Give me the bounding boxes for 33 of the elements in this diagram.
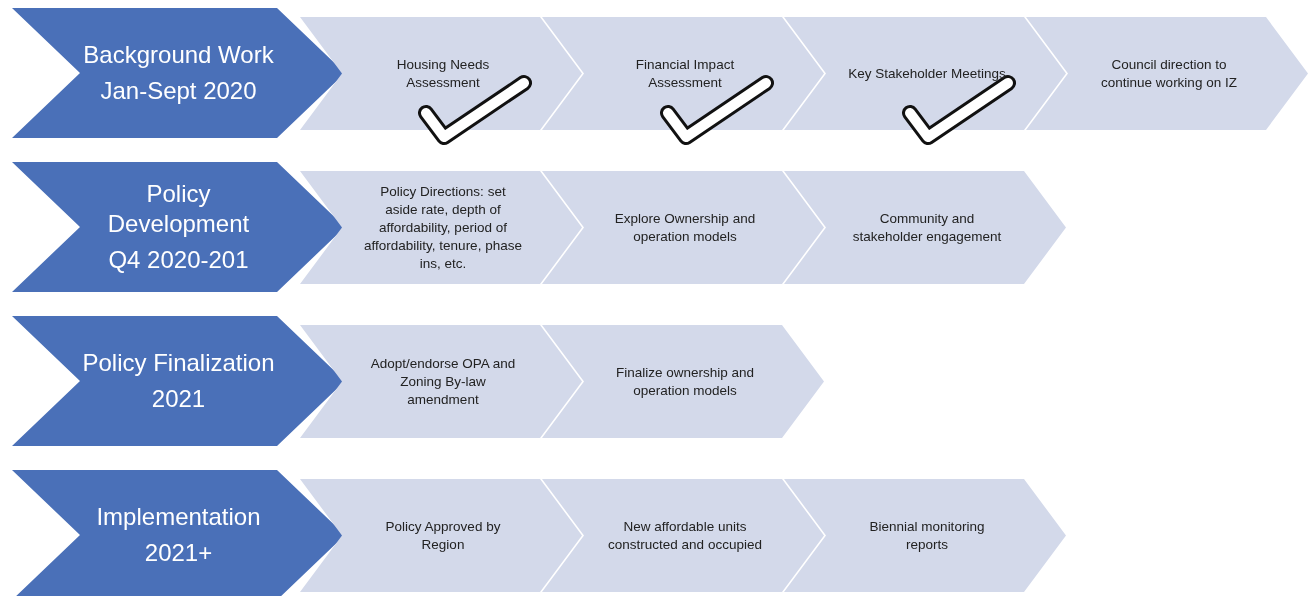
process-step	[784, 171, 1066, 284]
phase-period: 2021+	[144, 538, 213, 568]
step-text: New affordable units constructed and occupied	[607, 517, 763, 554]
process-step	[784, 479, 1066, 592]
phase-title: Policy Finalization	[82, 348, 275, 378]
process-step	[1026, 17, 1308, 130]
step-text: Housing Needs Assessment	[395, 55, 491, 92]
process-step	[300, 325, 582, 438]
step-text: Adopt/endorse OPA and Zoning By-law amendment	[369, 354, 517, 409]
phase-title: Policy Development	[106, 179, 251, 239]
step-text: Policy Directions: set aside rate, depth of affordability, period of affordability, tenure, phase ins, etc.	[364, 182, 522, 273]
phase-period: 2021	[151, 384, 206, 414]
step-text: Key Stakeholder Meetings	[848, 64, 1006, 83]
step-text: Finalize ownership and operation models	[614, 363, 756, 400]
step-text: Explore Ownership and operation models	[613, 209, 757, 246]
step-text: Policy Approved by Region	[384, 517, 502, 554]
step-text: Financial Impact Assessment	[634, 55, 736, 92]
process-step	[300, 479, 582, 592]
step-text: Community and stakeholder engagement	[851, 209, 1003, 246]
phase-block	[12, 470, 345, 596]
phase-period: Jan-Sept 2020	[100, 76, 257, 106]
step-text: Biennial monitoring reports	[868, 517, 986, 554]
phase-period: Q4 2020-201	[108, 245, 249, 275]
process-step	[300, 171, 582, 284]
process-step	[542, 479, 824, 592]
process-step	[542, 171, 824, 284]
phase-block	[12, 316, 345, 446]
step-text: Council direction to continue working on IZ	[1100, 55, 1238, 92]
phase-block	[12, 8, 345, 138]
phase-title: Background Work	[83, 40, 274, 70]
phase-title: Implementation	[96, 502, 261, 532]
phase-block	[12, 162, 345, 292]
process-step	[542, 325, 824, 438]
